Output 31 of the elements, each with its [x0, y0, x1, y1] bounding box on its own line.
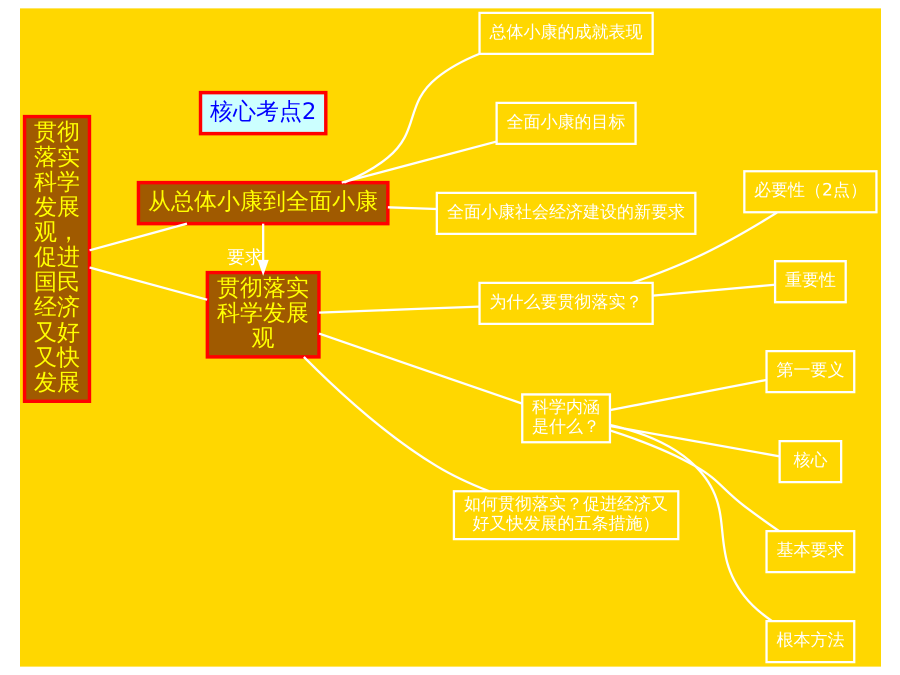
node-box: 第一要义 — [764, 350, 855, 394]
node-box: 核心考点2 — [198, 90, 327, 136]
connector — [631, 211, 778, 284]
node-box: 为什么要贯彻落实？ — [478, 282, 654, 325]
node-box: 全面小康社会经济建设的新要求 — [435, 192, 696, 235]
node-box: 科学内涵是什么？ — [520, 393, 611, 444]
connector — [652, 284, 774, 297]
connector — [302, 356, 489, 492]
node-box: 总体小康的成就表现 — [478, 12, 654, 56]
connector — [387, 206, 436, 210]
node-box: 如何贯彻落实？促进经济又好又快发展的五条措施） — [452, 490, 679, 540]
connector — [609, 429, 780, 532]
node-box: 贯彻落实科学发展观 — [205, 270, 320, 359]
node-box: 基本要求 — [764, 530, 855, 574]
node-box: 从总体小康到全面小康 — [136, 180, 390, 226]
node-box: 全面小康的目标 — [494, 102, 636, 146]
node-box: 必要性（2点） — [742, 170, 878, 214]
arrow — [257, 224, 268, 276]
node-box: 核心 — [778, 440, 842, 484]
node-box: 贯彻落实科学发展观，促进国民经济又好又快发展 — [22, 114, 91, 403]
connector — [609, 424, 772, 622]
connector — [340, 140, 496, 184]
connector — [609, 378, 766, 412]
connector — [343, 52, 480, 184]
connector — [318, 332, 522, 405]
connector — [609, 424, 780, 458]
connector — [88, 266, 207, 301]
node-box: 根本方法 — [764, 620, 855, 664]
connector — [318, 305, 479, 314]
node-box: 重要性 — [773, 260, 846, 304]
connector — [88, 222, 187, 252]
